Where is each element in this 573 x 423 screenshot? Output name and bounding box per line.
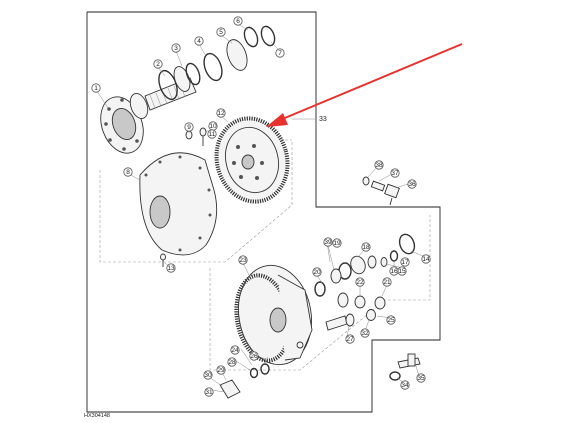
callout-9: 9 bbox=[184, 122, 194, 132]
callout-34: 34 bbox=[400, 380, 410, 390]
callout-number: 3 bbox=[174, 45, 178, 52]
callout-38: 38 bbox=[374, 160, 384, 170]
callout-number: 37 bbox=[391, 170, 399, 177]
callout-22: 22 bbox=[355, 277, 365, 287]
axle-shaft bbox=[100, 77, 197, 154]
assembly-boundary bbox=[86, 11, 441, 413]
callout-28: 28 bbox=[227, 357, 237, 367]
callout-number: 17 bbox=[401, 259, 409, 266]
callout-4: 4 bbox=[194, 36, 204, 46]
ring-gear bbox=[214, 116, 290, 204]
callout-1: 1 bbox=[91, 83, 101, 93]
callout-3: 3 bbox=[171, 43, 181, 53]
callout-number: 15 bbox=[398, 268, 406, 275]
callout-7: 7 bbox=[275, 48, 285, 58]
callout-number: 1 bbox=[94, 85, 98, 92]
callout-number: 27 bbox=[346, 336, 354, 343]
callout-6: 6 bbox=[233, 16, 243, 26]
callout-11: 11 bbox=[207, 129, 217, 139]
callout-number: 12 bbox=[217, 110, 225, 117]
callout-number: 8 bbox=[126, 169, 130, 176]
callout-number: 38 bbox=[375, 162, 383, 169]
callout-number: 16 bbox=[390, 268, 398, 275]
callout-36: 36 bbox=[407, 179, 417, 189]
callout-5: 5 bbox=[216, 27, 226, 37]
callout-number: 36 bbox=[408, 181, 416, 188]
callout-number: 4 bbox=[197, 38, 201, 45]
callout-32: 32 bbox=[360, 328, 370, 338]
callout-16: 16 bbox=[389, 266, 399, 276]
callout-number: 20 bbox=[313, 269, 321, 276]
callout-10: 10 bbox=[208, 121, 218, 131]
callout-18: 18 bbox=[361, 242, 371, 252]
callout-number: 35 bbox=[417, 375, 425, 382]
callout-14: 14 bbox=[421, 254, 431, 264]
callout-number: 28 bbox=[228, 359, 236, 366]
callout-19: 19 bbox=[332, 238, 342, 248]
callout-number: 22 bbox=[356, 279, 364, 286]
callout-25: 25 bbox=[386, 315, 396, 325]
callout-number: 21 bbox=[383, 279, 391, 286]
callout-15: 15 bbox=[397, 266, 407, 276]
callout-13: 13 bbox=[166, 263, 176, 273]
callout-21: 21 bbox=[382, 277, 392, 287]
callout-12: 12 bbox=[216, 108, 226, 118]
callout-number: 26 bbox=[250, 353, 258, 360]
callout-23: 23 bbox=[238, 255, 248, 265]
callout-26: 26 bbox=[249, 351, 259, 361]
bolt-and-washer bbox=[389, 353, 421, 381]
callout-number: 2 bbox=[156, 61, 160, 68]
callout-number: 6 bbox=[236, 18, 240, 25]
figure-id: HX304148 bbox=[84, 413, 110, 419]
callout-number: 39 bbox=[324, 239, 332, 246]
callout-number: 25 bbox=[387, 317, 395, 324]
callout-number: 32 bbox=[361, 330, 369, 337]
lower-housing bbox=[234, 264, 313, 366]
callout-number: 7 bbox=[278, 50, 282, 57]
callout-number: 11 bbox=[209, 131, 216, 138]
fasteners-upper bbox=[160, 127, 207, 267]
carrier-housing bbox=[139, 152, 218, 256]
callout-8: 8 bbox=[123, 167, 133, 177]
callout-number: 5 bbox=[219, 29, 223, 36]
bearing-rings bbox=[158, 25, 276, 101]
callout-number: 23 bbox=[239, 257, 247, 264]
callout-number: 18 bbox=[362, 244, 370, 251]
callout-number: 30 bbox=[204, 372, 212, 379]
callout-number: 13 bbox=[167, 265, 175, 272]
callout-27: 27 bbox=[345, 334, 355, 344]
callout-number: 34 bbox=[401, 382, 409, 389]
callout-30: 30 bbox=[203, 370, 213, 380]
callout-number: 24 bbox=[231, 347, 239, 354]
callout-24: 24 bbox=[230, 345, 240, 355]
callout-20: 20 bbox=[312, 267, 322, 277]
callout-17: 17 bbox=[400, 257, 410, 267]
callout-39: 39 bbox=[323, 237, 333, 247]
breather-fittings bbox=[362, 176, 400, 206]
highlight-arrow bbox=[266, 43, 463, 127]
callout-37: 37 bbox=[390, 168, 400, 178]
callout-31: 31 bbox=[204, 387, 214, 397]
callout-number: 19 bbox=[333, 240, 341, 247]
callout-29: 29 bbox=[216, 365, 226, 375]
callout-number: 10 bbox=[209, 123, 217, 130]
callout-number: 9 bbox=[187, 124, 191, 131]
callout-number: 14 bbox=[422, 256, 430, 263]
callout-2: 2 bbox=[153, 59, 163, 69]
callout-number: 31 bbox=[205, 389, 213, 396]
assembly-label: 33 bbox=[319, 116, 327, 123]
callout-35: 35 bbox=[416, 373, 426, 383]
callout-number: 29 bbox=[217, 367, 225, 374]
